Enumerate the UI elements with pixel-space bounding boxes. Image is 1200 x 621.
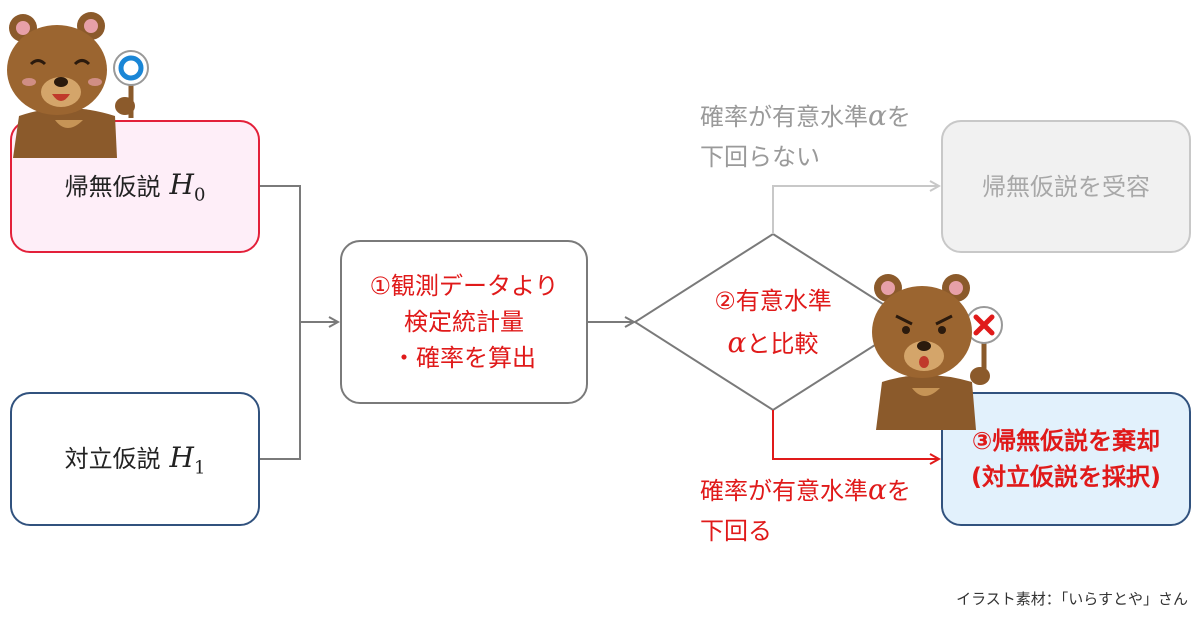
edge-to-reject (772, 410, 939, 459)
reject-null-line2: (対立仮説を採択) (971, 463, 1161, 491)
alternative-hypothesis-box: 対立仮説 H1 (10, 392, 260, 526)
edge-to-accept (772, 186, 939, 234)
accept-null-label: 帰無仮説を受容 (982, 172, 1150, 201)
illustration-credit: イラスト素材：「いらすとや」さん (956, 590, 1188, 608)
step1-box: ①観測データより 検定統計量 ・確率を算出 (340, 240, 588, 404)
reject-null-box: ③帰無仮説を棄却 (対立仮説を採択) (941, 392, 1191, 526)
edge-label-below: 確率が有意水準αを 下回る (700, 473, 911, 545)
angry-bear-with-cross-sign-icon (872, 274, 1003, 430)
step1-line: ①観測データより (369, 272, 559, 300)
edge-label-not-below: 確率が有意水準αを 下回らない (700, 99, 911, 171)
step2-decision-text: ②有意水準 αと比較 (680, 280, 866, 365)
step1-line: 検定統計量 (403, 308, 524, 336)
alternative-hypothesis-label: 対立仮説 (64, 445, 161, 473)
step1-line: ・確率を算出 (391, 344, 536, 372)
edge-h1-merge (260, 322, 301, 460)
step2-line2: αと比較 (727, 326, 819, 359)
alternative-hypothesis-symbol: H1 (169, 440, 206, 479)
null-hypothesis-symbol: H0 (169, 168, 206, 206)
edge-h0-merge (260, 185, 301, 322)
reject-null-line1: ③帰無仮説を棄却 (971, 427, 1161, 455)
null-hypothesis-label: 帰無仮説 (64, 172, 161, 201)
step2-line1: ②有意水準 (714, 287, 832, 315)
accept-null-box: 帰無仮説を受容 (941, 120, 1191, 253)
smiling-bear-with-circle-sign-icon (7, 12, 149, 158)
